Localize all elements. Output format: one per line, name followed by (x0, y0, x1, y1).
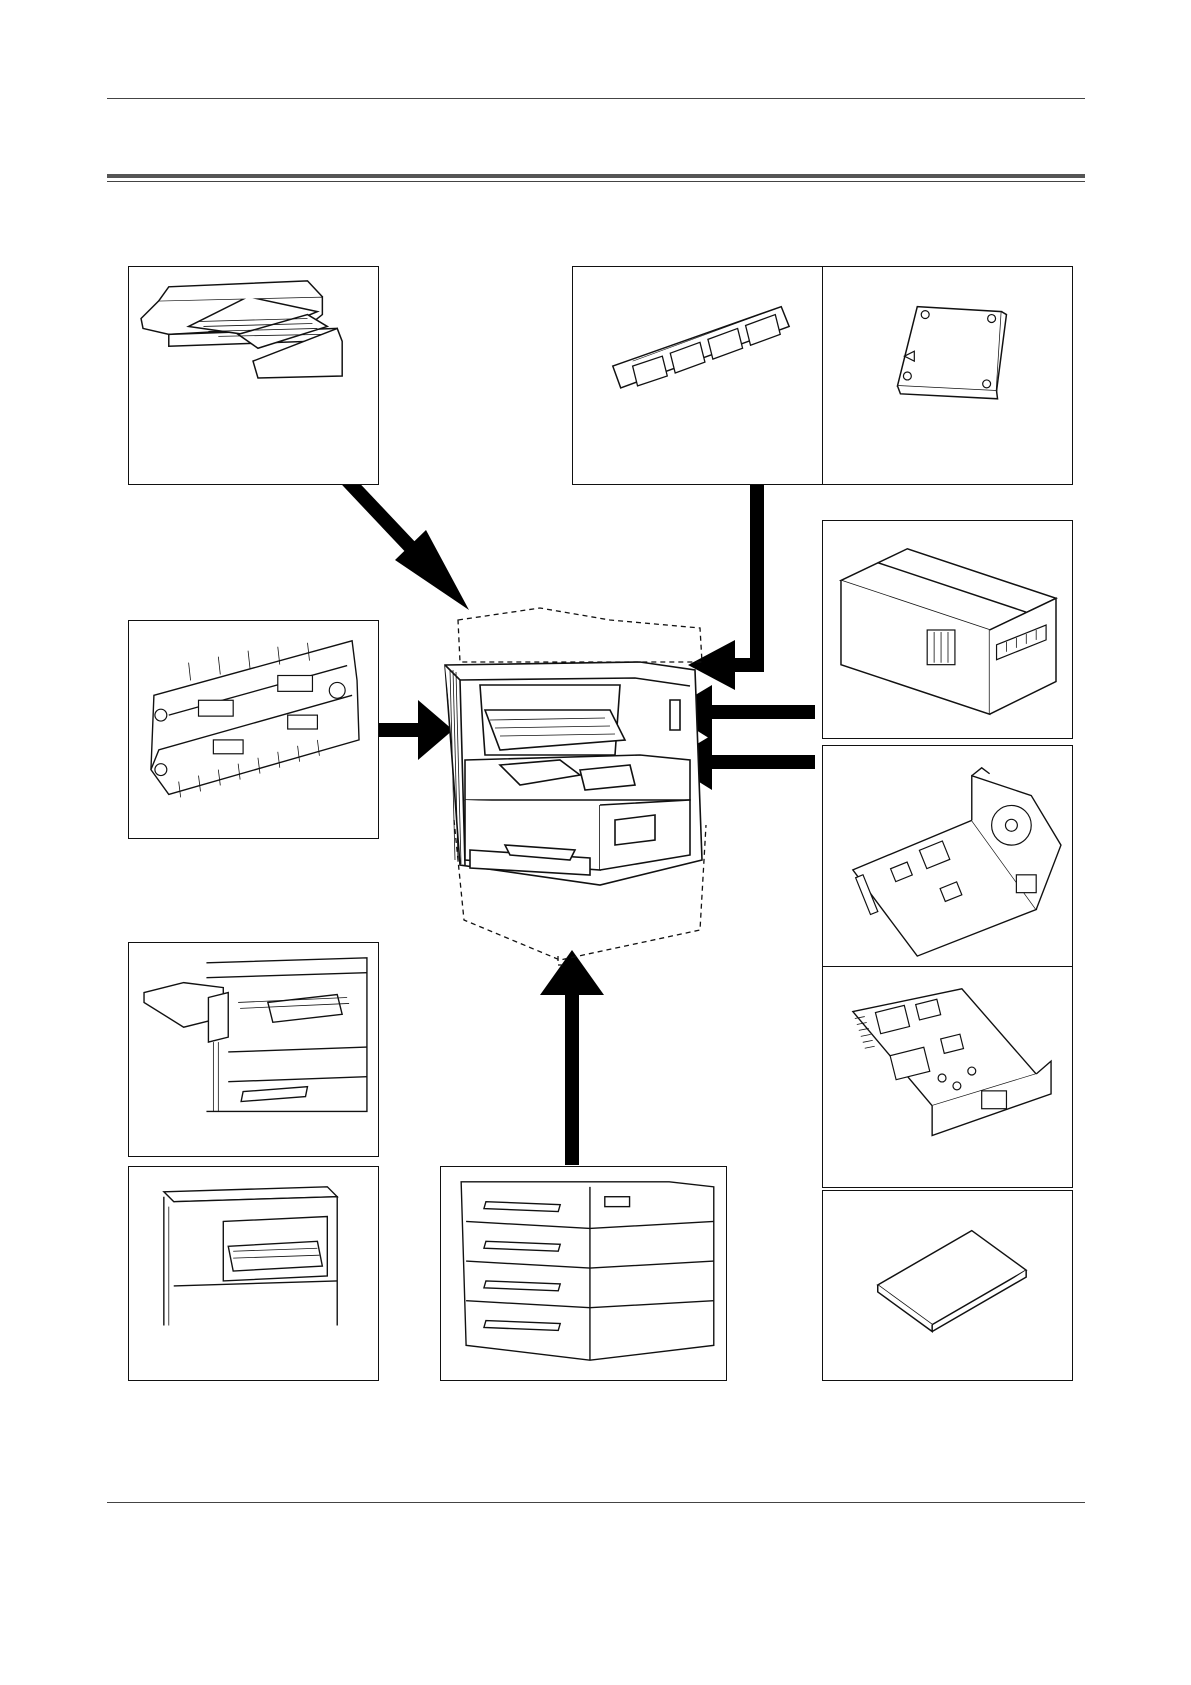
copier-icon (440, 600, 740, 980)
memory-card-icon (823, 1191, 1072, 1380)
memory-module-icon (573, 267, 822, 484)
printer-board-icon (823, 967, 1072, 1187)
option-document-processor (128, 266, 379, 485)
option-key-counter (822, 266, 1073, 485)
key-counter-icon (823, 267, 1072, 484)
option-printer-board (822, 966, 1073, 1188)
option-memory-module (572, 266, 823, 485)
hard-disk-icon (823, 746, 1072, 966)
fax-kit-icon (823, 521, 1072, 738)
option-fax-kit (822, 520, 1073, 739)
option-job-separator (128, 1166, 379, 1381)
option-finisher (128, 942, 379, 1157)
paper-feeder-icon (441, 1167, 726, 1380)
option-memory-card (822, 1190, 1073, 1381)
duplex-unit-icon (129, 621, 378, 838)
job-separator-icon (129, 1167, 378, 1380)
option-paper-feeder (440, 1166, 727, 1381)
option-duplex-unit (128, 620, 379, 839)
main-unit-copier (440, 600, 740, 980)
document-processor-icon (129, 267, 378, 484)
finisher-icon (129, 943, 378, 1156)
option-hard-disk (822, 745, 1073, 967)
